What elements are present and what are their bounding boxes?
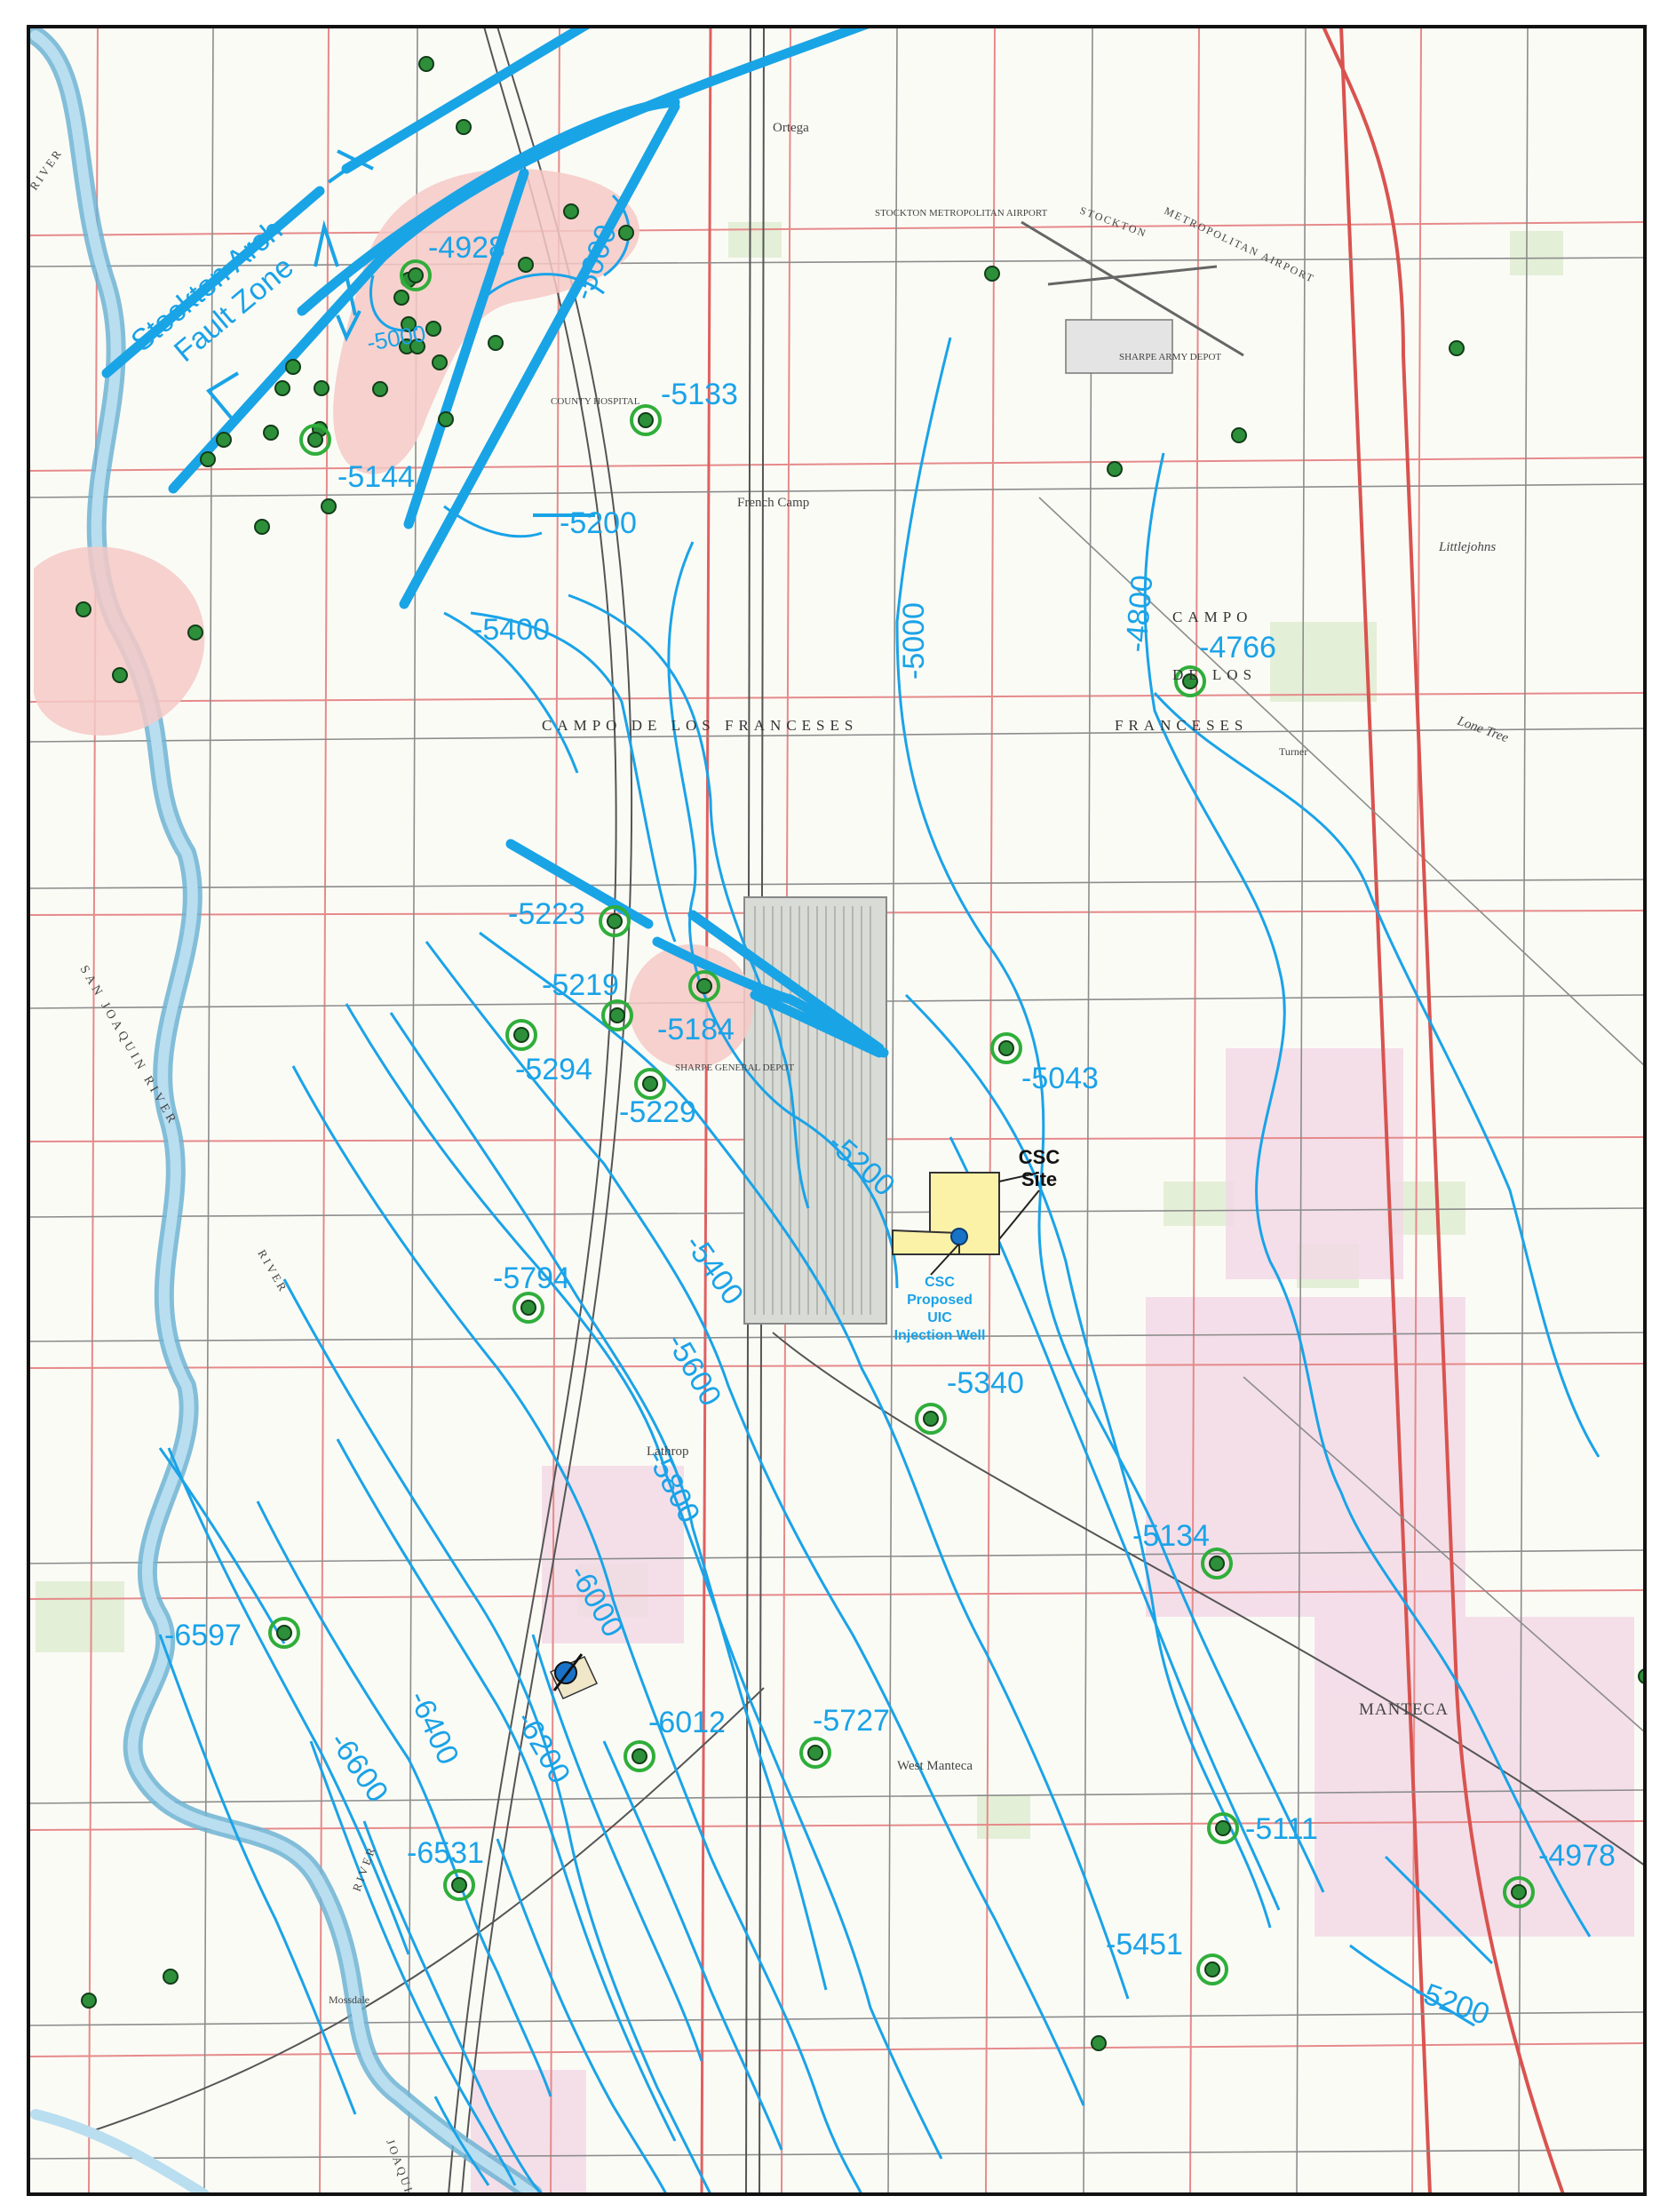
well-label: -5134	[1132, 1519, 1210, 1553]
urban-areas	[471, 1048, 1634, 2194]
well-marker	[314, 380, 330, 396]
san-joaquin-river	[28, 27, 543, 2194]
well-label: -5111	[1245, 1812, 1318, 1846]
contour-label: -4800	[1119, 574, 1159, 654]
west-manteca-label: West Manteca	[897, 1759, 973, 1773]
contour-label: -5000	[897, 602, 931, 680]
well-marker	[418, 56, 434, 72]
faults	[101, 27, 889, 1058]
well-label: -4928	[428, 231, 505, 265]
mossdale-label: Mossdale	[329, 1993, 369, 2006]
ortega-label: Ortega	[773, 121, 809, 135]
well-label: -5223	[508, 897, 585, 931]
county-hospital-label: COUNTY HOSPITAL	[551, 396, 640, 407]
csc-site-label-line1: CSC	[1019, 1146, 1060, 1168]
lathrop-label: Lathrop	[647, 1444, 688, 1459]
well-marker	[1231, 427, 1247, 443]
well-marker	[274, 380, 290, 396]
well-label: -5144	[338, 460, 415, 494]
well-label: -6012	[648, 1706, 726, 1739]
campo-label: CAMPO DE LOS FRANCESES	[542, 717, 858, 734]
well-label: -4978	[1538, 1839, 1616, 1873]
csc-labels: CSC Site CSC Proposed UIC Injection Well	[894, 1146, 1060, 1343]
turner-label: Turner	[1279, 745, 1307, 758]
well-label: -5340	[947, 1366, 1024, 1400]
proposed-well-line2: Proposed	[907, 1293, 973, 1308]
well-marker	[401, 316, 417, 332]
proposed-well-line1: CSC	[925, 1275, 955, 1290]
well-label: -5451	[1106, 1928, 1183, 1961]
well-marker	[393, 290, 409, 306]
well-label: -5229	[619, 1095, 696, 1129]
well-marker	[163, 1969, 179, 1985]
contour-label: -5400	[473, 613, 550, 647]
franceses-label: FRANCESES	[1115, 717, 1248, 734]
well-label: -5184	[657, 1013, 735, 1046]
abandoned-well-symbol	[549, 1653, 599, 1699]
well-marker	[112, 667, 128, 683]
well-marker	[563, 203, 579, 219]
french-camp-label: French Camp	[737, 496, 809, 510]
well-label: -5294	[515, 1053, 592, 1086]
map-border	[27, 25, 1647, 2196]
csc-site	[892, 1172, 1040, 1276]
airport	[1021, 220, 1244, 374]
well-marker	[618, 225, 634, 241]
stockton-airport-label: STOCKTON METROPOLITAN AIRPORT	[875, 208, 1048, 219]
well-marker	[200, 451, 216, 467]
well-label: -5133	[661, 378, 738, 411]
well-label: -5219	[542, 968, 619, 1002]
well-marker	[425, 321, 441, 337]
well-label: -6597	[164, 1619, 242, 1652]
campo-right-label: CAMPO	[1172, 609, 1252, 625]
well-marker	[75, 601, 91, 617]
proposed-well-line3: UIC	[927, 1310, 952, 1325]
well-marker	[263, 425, 279, 441]
well-marker	[438, 411, 454, 427]
well-marker	[187, 625, 203, 641]
csc-site-label-line2: Site	[1021, 1168, 1057, 1190]
freeway	[1322, 27, 1565, 2194]
well-marker	[409, 338, 425, 354]
sharpe-depot-label: SHARPE GENERAL DEPOT	[675, 1062, 794, 1073]
sharpe-army-depot-label: SHARPE ARMY DEPOT	[1119, 352, 1221, 362]
well-marker	[81, 1993, 97, 2009]
well-marker	[432, 354, 448, 370]
littlejohns-label: Littlejohns	[1438, 540, 1496, 554]
well-marker	[488, 335, 504, 351]
well-marker	[216, 432, 232, 448]
well-marker	[1107, 461, 1123, 477]
well-label: -4766	[1199, 631, 1276, 664]
well-marker	[285, 359, 301, 375]
well-marker	[1449, 340, 1465, 356]
well-marker	[321, 498, 337, 514]
proposed-well-line4: Injection Well	[894, 1328, 986, 1343]
well-marker	[984, 266, 1000, 282]
well-marker	[1091, 2035, 1107, 2051]
well-label: -5794	[493, 1261, 570, 1295]
roads	[28, 27, 1645, 2194]
well-marker	[456, 119, 472, 135]
well-marker	[372, 381, 388, 397]
well-labels: -4928 -5144 -5133 -4766 -5223 -5219 -518…	[164, 231, 1616, 1961]
labeled-wells	[268, 259, 1535, 1985]
well-label: -5043	[1021, 1062, 1099, 1095]
manteca-label: MANTECA	[1359, 1700, 1449, 1719]
well-label: -5727	[813, 1704, 890, 1738]
de-los-label: DE LOS	[1172, 666, 1257, 683]
contour-label: -5200	[560, 506, 637, 540]
well-marker	[518, 257, 534, 273]
well-label: -6531	[407, 1836, 484, 1870]
structure-contours	[158, 194, 1600, 2194]
well-marker	[254, 519, 270, 535]
